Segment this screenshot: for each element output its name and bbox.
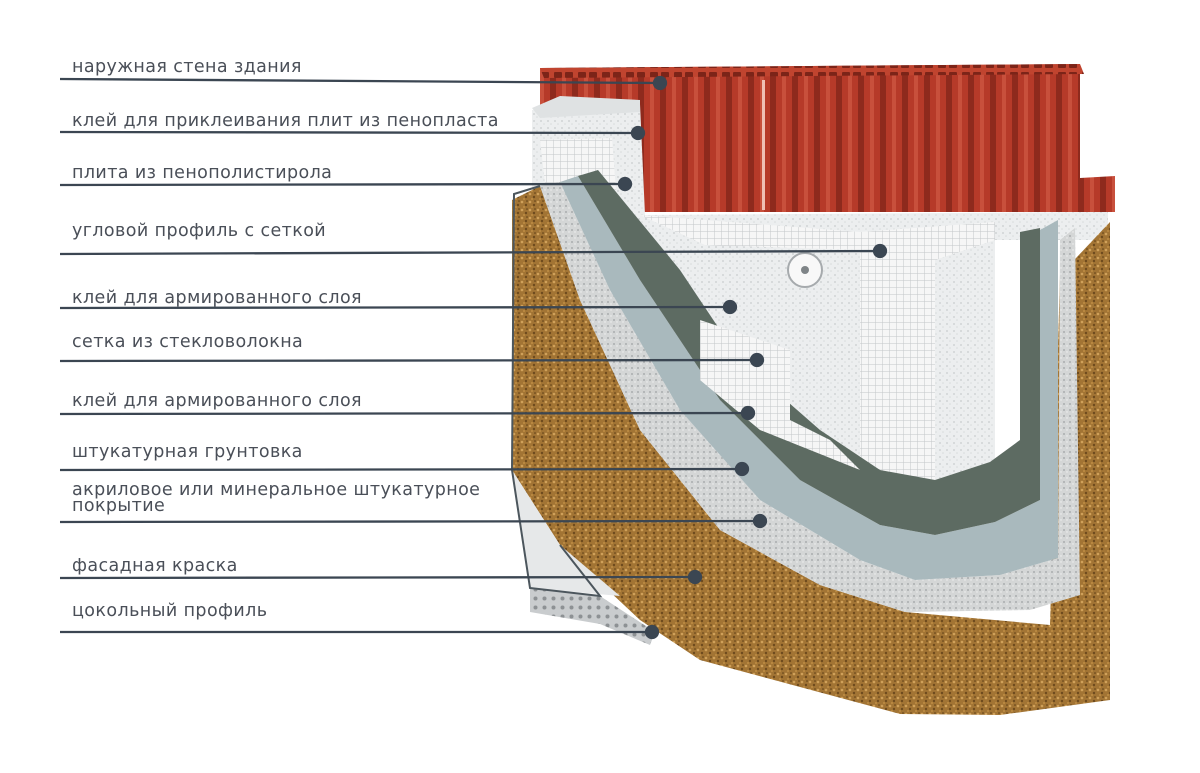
- leader-lines: [59, 75, 888, 640]
- dot-foam-glue: [630, 125, 646, 141]
- plinth-profile-strip: [510, 185, 655, 645]
- leader-plaster-primer: [59, 467, 743, 472]
- dot-reinf-glue-1: [722, 299, 738, 315]
- corner-profile-mesh: [640, 215, 995, 510]
- dot-fiberglass-mesh: [749, 352, 765, 368]
- leader-corner-profile: [59, 249, 881, 256]
- dot-corner-profile: [872, 243, 888, 259]
- leader-outer-wall: [59, 77, 661, 85]
- leader-plaster-coating: [59, 519, 761, 524]
- dot-plaster-coating: [752, 513, 768, 529]
- brick-wall: [540, 64, 1115, 212]
- dot-facade-paint: [687, 569, 703, 585]
- plaster-coating-layer: [512, 186, 1110, 715]
- dot-eps-board: [617, 176, 633, 192]
- leader-reinf-glue-1: [59, 305, 731, 310]
- leader-reinf-glue-2: [59, 411, 749, 416]
- leader-facade-paint: [59, 575, 696, 580]
- leader-fiberglass-mesh: [59, 358, 758, 363]
- dot-plaster-primer: [734, 461, 750, 477]
- fiberglass-mesh-patch: [700, 320, 860, 470]
- dot-outer-wall: [652, 75, 668, 91]
- primer-band: [540, 182, 1080, 612]
- dot-reinf-glue-2: [740, 405, 756, 421]
- reinforcement-light-layer: [560, 176, 1058, 580]
- dot-plinth-profile: [644, 624, 660, 640]
- leader-foam-glue: [59, 130, 639, 135]
- leader-eps-board: [59, 182, 626, 187]
- reinforcement-glue-layer: [578, 170, 1040, 535]
